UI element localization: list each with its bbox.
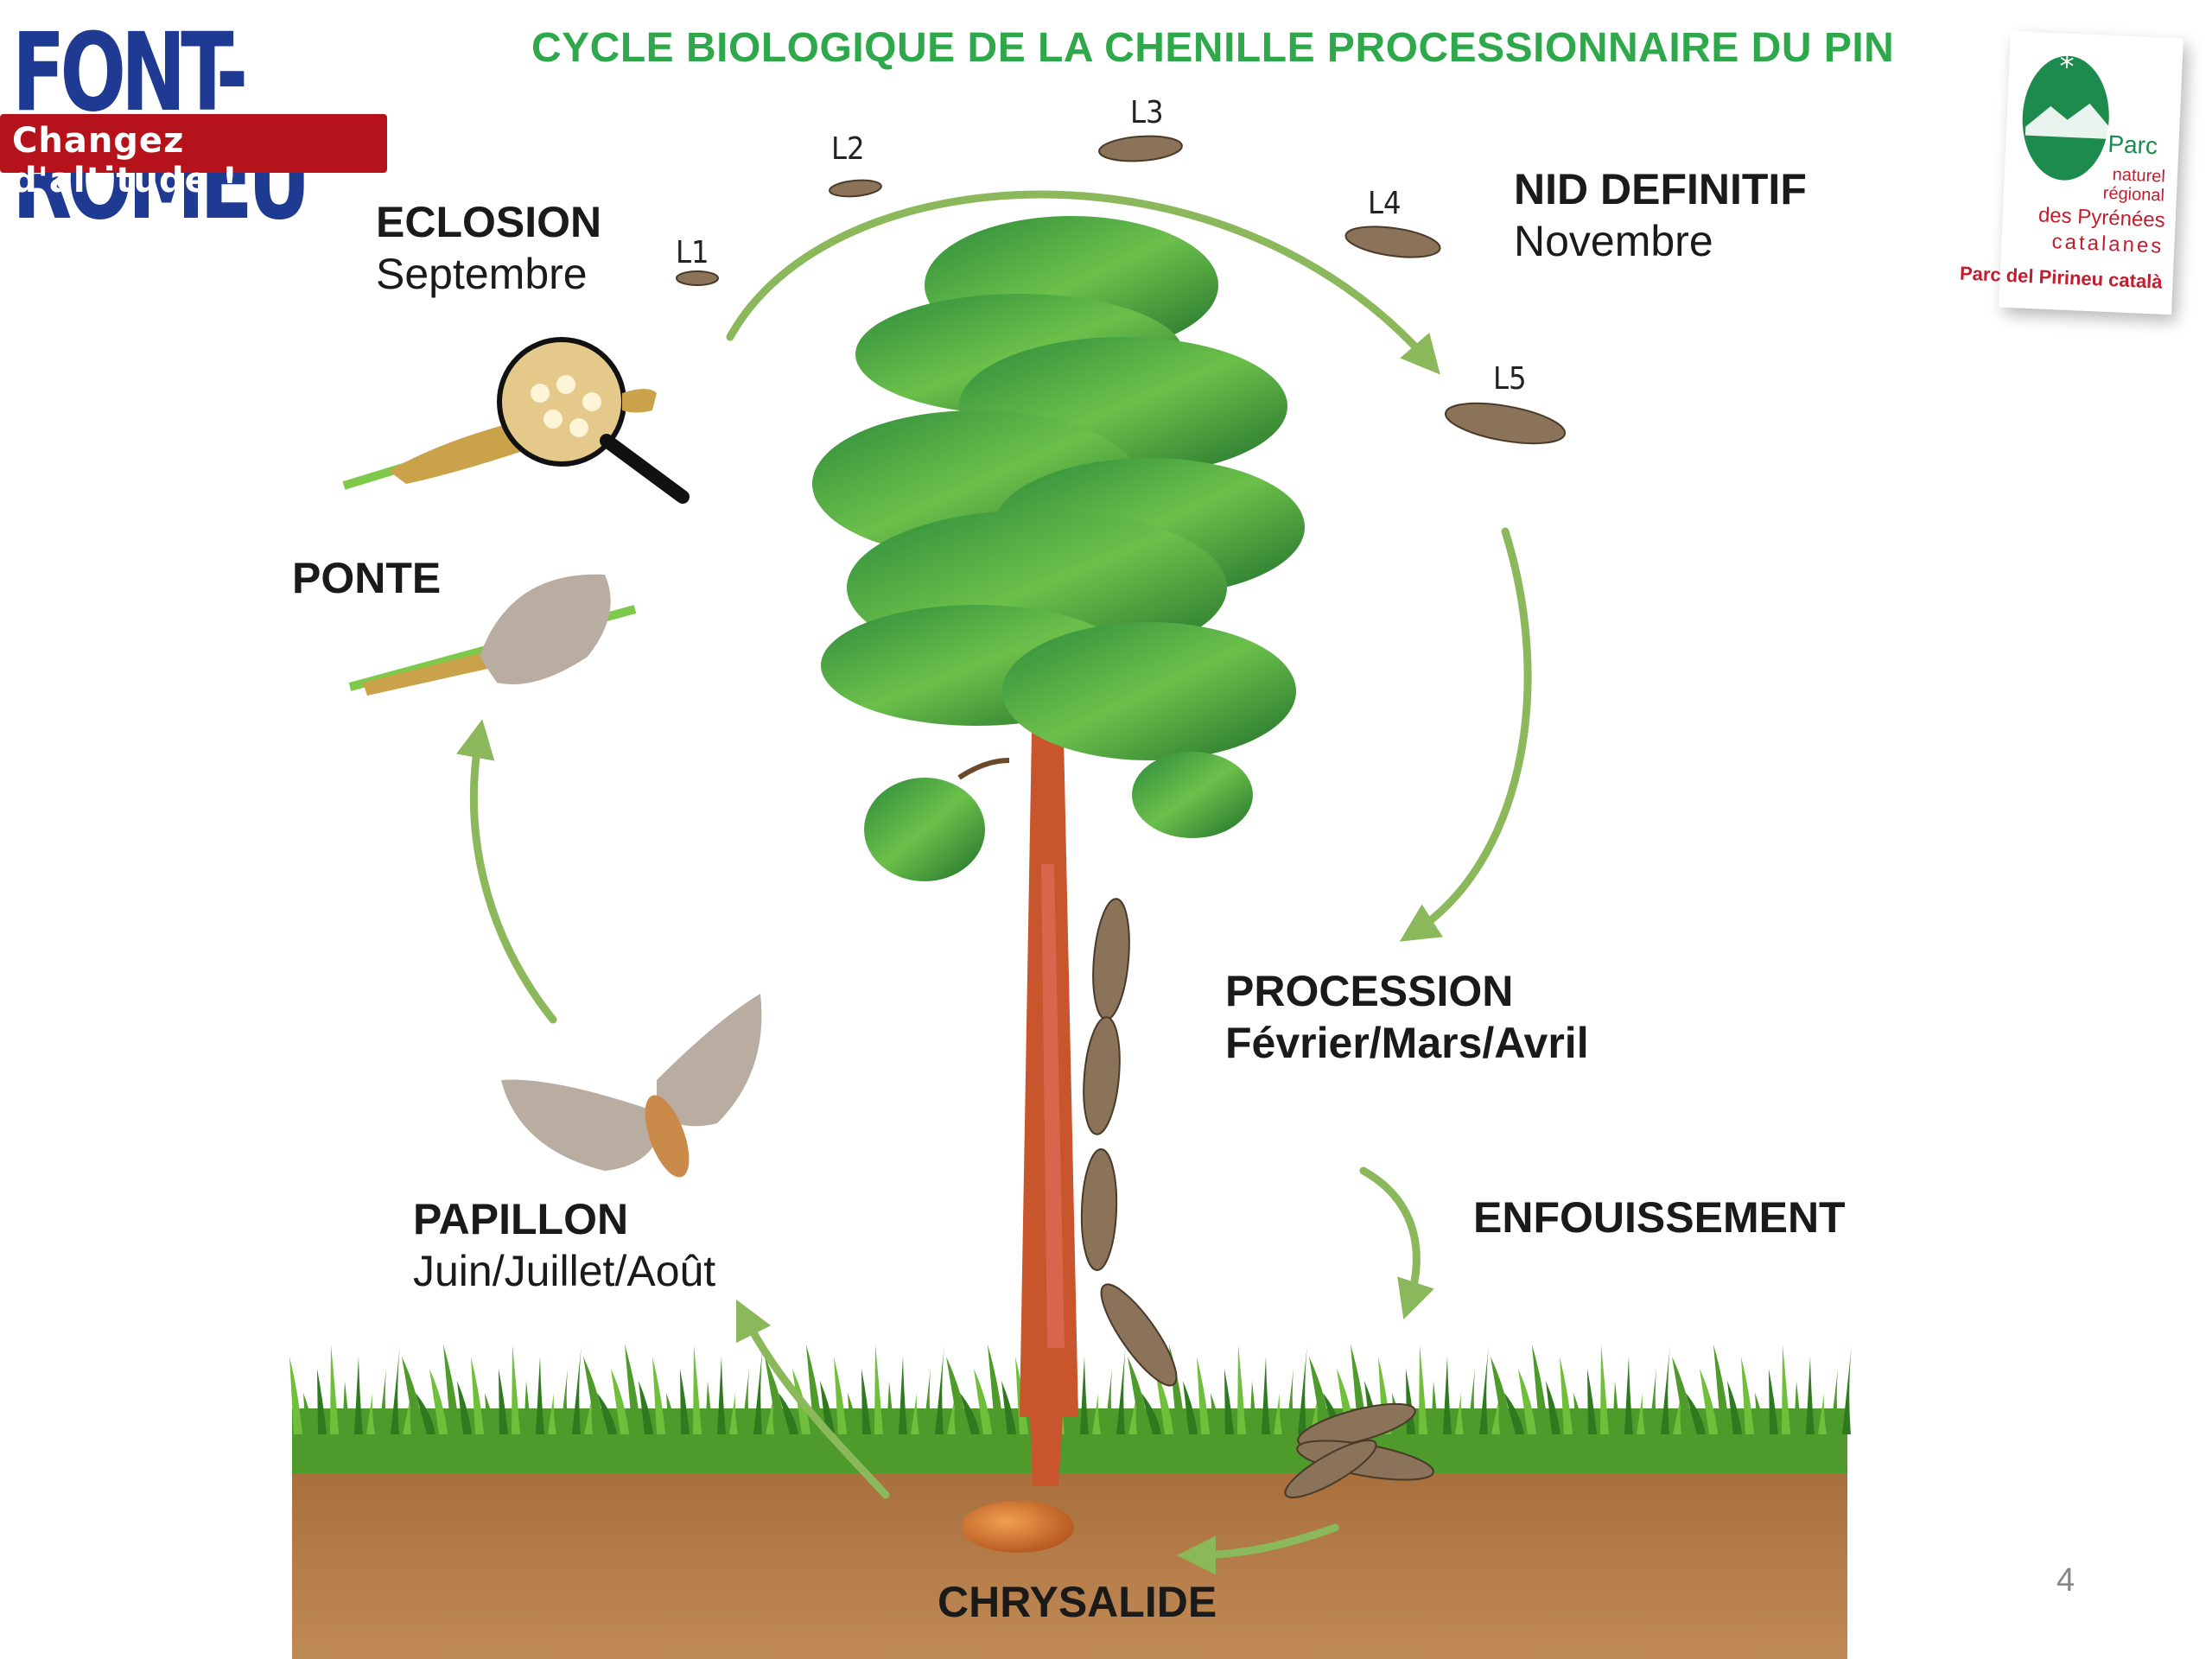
nid-title: NID DEFINITIF xyxy=(1514,165,1807,213)
svg-text:*: * xyxy=(2058,49,2075,85)
laying-moth xyxy=(348,574,637,696)
parc-line5: catalanes xyxy=(2051,230,2164,258)
chrysalis xyxy=(962,1501,1074,1553)
parc-naturel-logo: * Parc naturel régional des Pyrénées cat… xyxy=(1959,30,2183,315)
papillon-period: Juin/Juillet/Août xyxy=(413,1247,716,1295)
papillon-title: PAPILLON xyxy=(413,1195,629,1243)
pine-foliage xyxy=(812,216,1305,881)
caterpillar xyxy=(1444,402,1567,445)
arrow-to-chrysalide xyxy=(1177,1523,1339,1575)
egg-batch-magnifier xyxy=(342,337,690,504)
parc-line3: régional xyxy=(2102,183,2165,206)
larval-tag-l3: L3 xyxy=(1130,95,1164,130)
caterpillar xyxy=(829,179,882,198)
parc-line1: Parc xyxy=(2107,130,2158,160)
cycle-arrows xyxy=(456,190,1532,1575)
larval-tag-l1: L1 xyxy=(676,235,709,270)
arrow-nid-to-procession xyxy=(1399,527,1532,942)
caterpillar xyxy=(676,270,719,286)
larval-tag-l2: L2 xyxy=(831,131,865,167)
pine-trunk xyxy=(957,536,1078,1486)
moth-wing xyxy=(480,574,611,684)
diagram-title: CYCLE BIOLOGIQUE DE LA CHENILLE PROCESSI… xyxy=(531,25,1895,71)
eclosion-title: ECLOSION xyxy=(376,198,602,246)
nid-period: Novembre xyxy=(1514,217,1713,265)
parc-emblem: * xyxy=(2022,49,2109,181)
caterpillar xyxy=(1284,1439,1377,1499)
caterpillar xyxy=(1092,898,1130,1020)
procession-title: PROCESSION xyxy=(1225,967,1514,1015)
soil xyxy=(292,1469,1847,1659)
caterpillar xyxy=(1100,1283,1178,1387)
caterpillars xyxy=(676,135,1567,1499)
enfouissement-title: ENFOUISSEMENT xyxy=(1473,1193,1846,1242)
ponte-title: PONTE xyxy=(292,554,442,602)
caterpillar xyxy=(1098,135,1183,162)
font-romeu-logo: FONT-ROMEU Changez d'altitude ! xyxy=(0,18,389,234)
font-romeu-band xyxy=(0,114,387,173)
arrow-to-enfouissement xyxy=(1359,1166,1434,1320)
arrow-to-papillon xyxy=(735,1299,890,1499)
arrow-eclosion-to-nid xyxy=(726,190,1440,375)
procession-period: Février/Mars/Avril xyxy=(1225,1019,1589,1067)
larval-tag-l5: L5 xyxy=(1493,361,1527,397)
font-romeu-slogan: Changez d'altitude ! xyxy=(12,121,238,200)
arrow-papillon-to-ponte xyxy=(456,719,557,1024)
page-number: 4 xyxy=(2056,1562,2075,1599)
adult-moth xyxy=(501,994,762,1178)
eclosion-period: Septembre xyxy=(376,250,588,298)
larval-tag-l4: L4 xyxy=(1368,186,1402,221)
grass xyxy=(289,1344,1852,1473)
caterpillar xyxy=(1080,1148,1118,1271)
chrysalide-title: CHRYSALIDE xyxy=(938,1578,1217,1626)
caterpillar xyxy=(1083,1016,1121,1135)
caterpillar xyxy=(1344,226,1441,258)
